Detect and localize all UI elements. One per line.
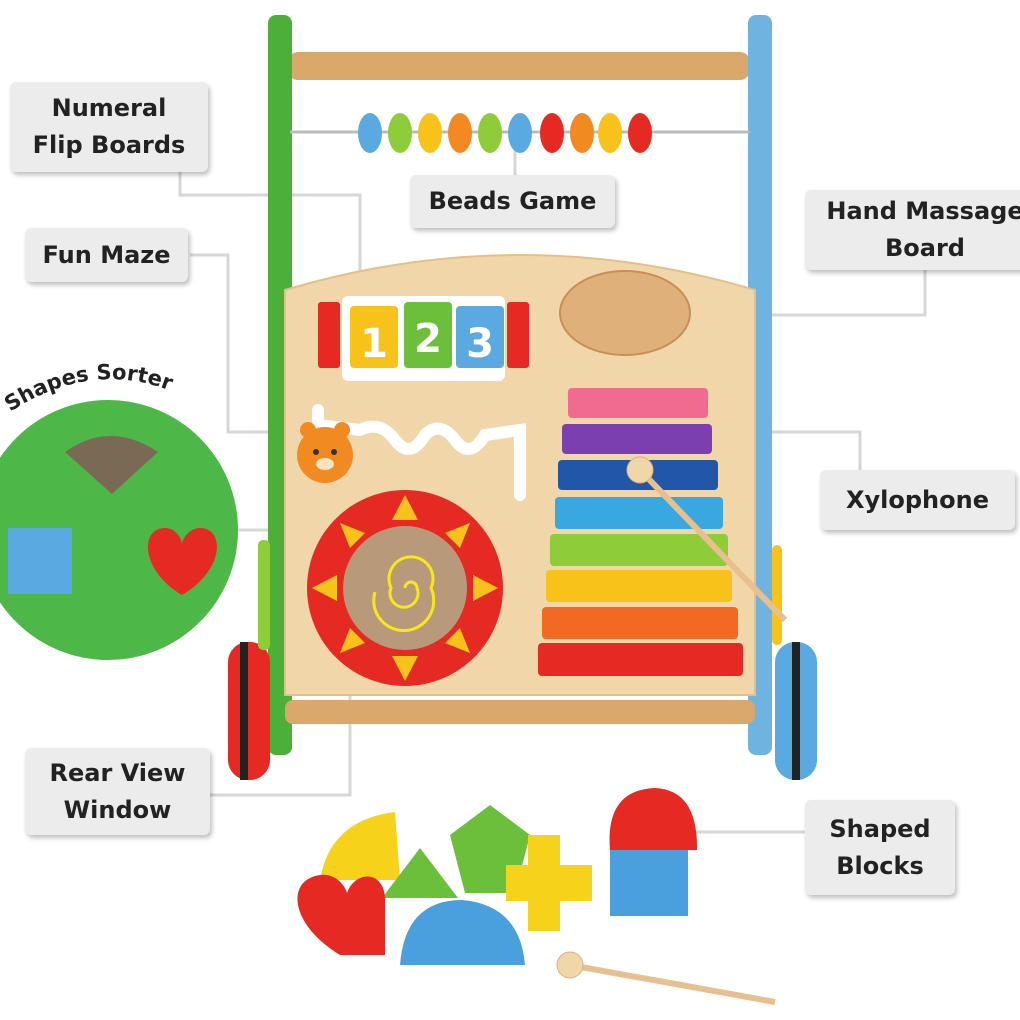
shapes-sorter-zoom: Shapes Sorter <box>0 360 238 660</box>
wheels <box>228 540 817 780</box>
label-xylophone: Xylophone <box>820 470 1015 530</box>
flip-number-1: 1 <box>360 321 388 367</box>
label-hand-massage-board: Hand Massage Board <box>805 190 1020 270</box>
fun-maze <box>297 404 526 501</box>
label-numeral-flip-boards: Numeral Flip Boards <box>10 82 208 172</box>
rear-view-window <box>307 490 503 686</box>
label-rear-view-window: Rear View Window <box>25 748 210 835</box>
shaped-blocks <box>297 788 776 1005</box>
label-fun-maze: Fun Maze <box>25 228 188 282</box>
numeral-flip-boards: 1 2 3 <box>318 296 529 381</box>
beads <box>358 113 652 153</box>
label-beads-game: Beads Game <box>410 175 615 228</box>
flip-number-2: 2 <box>414 316 442 362</box>
label-shaped-blocks: Shaped Blocks <box>805 800 955 895</box>
flip-number-3: 3 <box>466 321 494 367</box>
xylophone <box>538 388 788 676</box>
hand-massage-board <box>559 270 691 356</box>
